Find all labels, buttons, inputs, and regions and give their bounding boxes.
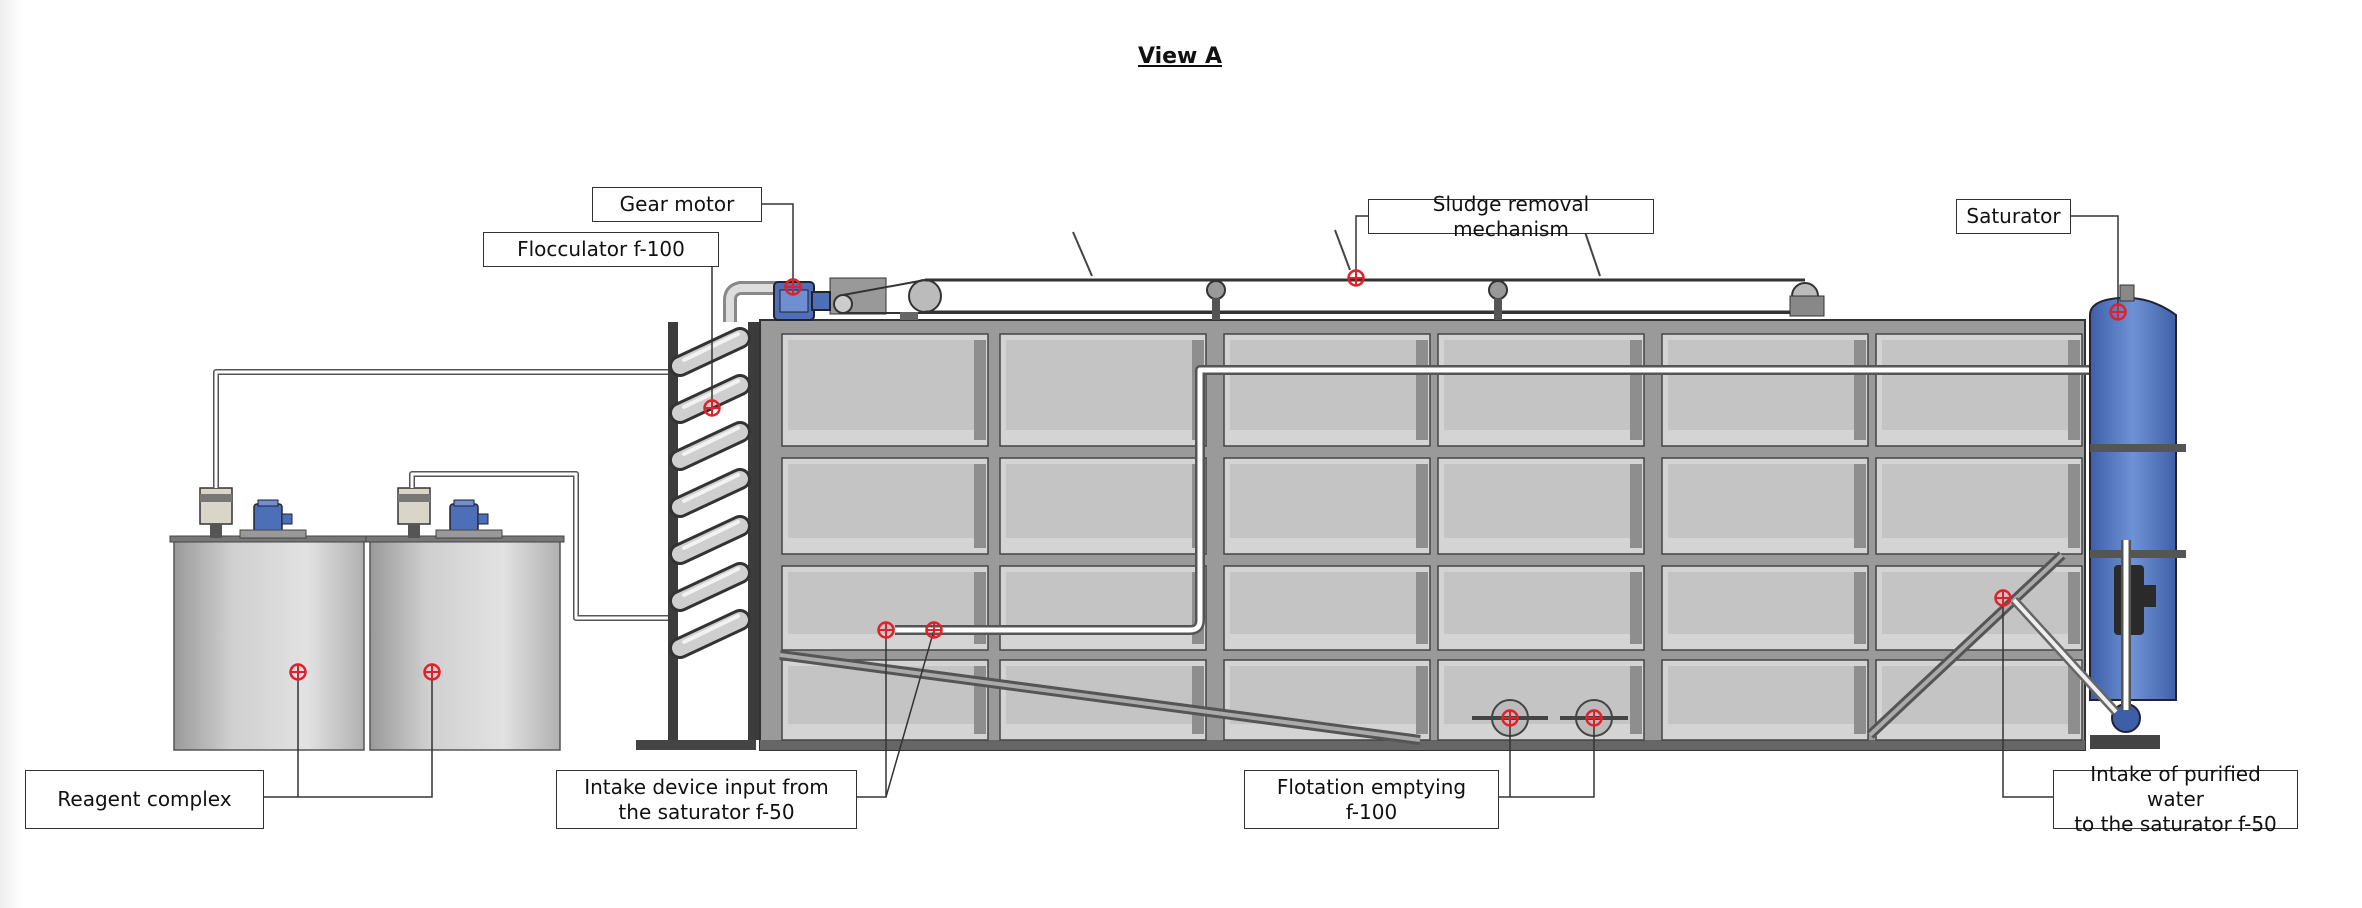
tank-panel — [1661, 565, 1869, 651]
tank-panel — [1875, 457, 2083, 555]
sludge-removal-label: Sludge removal mechanism — [1368, 192, 1654, 241]
intake-device-label: Intake device input from the saturator f… — [556, 770, 857, 829]
tank-panel — [999, 333, 1207, 447]
flotation-tank — [759, 319, 2086, 751]
marker-icon — [925, 621, 943, 639]
tank-panel — [781, 457, 989, 555]
tank-panel — [1223, 333, 1431, 447]
tank-panel — [1437, 457, 1645, 555]
tank-panel — [1661, 333, 1869, 447]
marker-icon — [1994, 589, 2012, 607]
reagent-complex-label: Reagent complex — [25, 770, 264, 829]
tank-panel — [999, 565, 1207, 651]
marker-icon — [1501, 709, 1519, 727]
marker-icon — [2109, 303, 2127, 321]
gear-motor-label: Gear motor — [592, 187, 762, 222]
tank-panel — [1661, 659, 1869, 741]
tank-panel — [1223, 565, 1431, 651]
tank-panel-grid — [781, 333, 2083, 741]
tank-panel — [1223, 659, 1431, 741]
intake-device-label-line2: the saturator f-50 — [618, 799, 795, 824]
flocculator — [636, 281, 780, 750]
page-edge-shade — [0, 0, 22, 908]
flocculator-tube — [669, 562, 751, 612]
tank-panel — [1437, 565, 1645, 651]
leader-lines — [264, 203, 2119, 798]
marker-icon — [784, 278, 802, 296]
intake-device-label-line1: Intake device input from — [584, 774, 829, 799]
saturator-vessel — [2010, 284, 2186, 749]
tank-panel — [1437, 333, 1645, 447]
marker-layer — [289, 269, 2127, 727]
purified-water-label-line2: to the saturator f-50 — [2074, 812, 2277, 836]
sludge-scraper — [829, 229, 1825, 320]
tank-panel — [1875, 333, 2083, 447]
flocculator-tube — [669, 327, 751, 377]
tank-panel — [999, 457, 1207, 555]
tank-panel — [781, 333, 989, 447]
flocculator-tube — [669, 374, 751, 424]
marker-icon — [877, 621, 895, 639]
saturator-label: Saturator — [1956, 199, 2071, 234]
gear-motor — [773, 281, 831, 321]
flotation-emptying-label: Flotation emptying f-100 — [1244, 770, 1499, 829]
flocculator-tube — [669, 468, 751, 518]
marker-icon — [703, 399, 721, 417]
purified-water-label-line1: Intake of purified water — [2090, 762, 2261, 811]
view-title: View A — [1137, 44, 1223, 69]
marker-icon — [1347, 269, 1365, 287]
flotation-emptying-label-line1: Flotation emptying — [1276, 774, 1467, 799]
tank-panel — [1223, 457, 1431, 555]
purified-water-intake-label: Intake of purified water to the saturato… — [2053, 762, 2298, 836]
tank-panel — [999, 659, 1207, 741]
flotation-emptying-label-line2: f-100 — [1345, 799, 1398, 824]
marker-icon — [1585, 709, 1603, 727]
flocculator-tube — [669, 515, 751, 565]
reagent-tank-1 — [169, 487, 369, 751]
reagent-tank-2 — [365, 487, 565, 751]
flocculator-tube — [669, 421, 751, 471]
tank-panel — [1661, 457, 1869, 555]
marker-icon — [423, 663, 441, 681]
tank-panel — [1437, 659, 1645, 741]
flocculator-label: Flocculator f-100 — [483, 232, 719, 267]
marker-icon — [289, 663, 307, 681]
flocculator-tubes — [669, 327, 751, 659]
flocculator-tube — [669, 609, 751, 659]
saturator-supply-pipe — [895, 365, 2124, 635]
